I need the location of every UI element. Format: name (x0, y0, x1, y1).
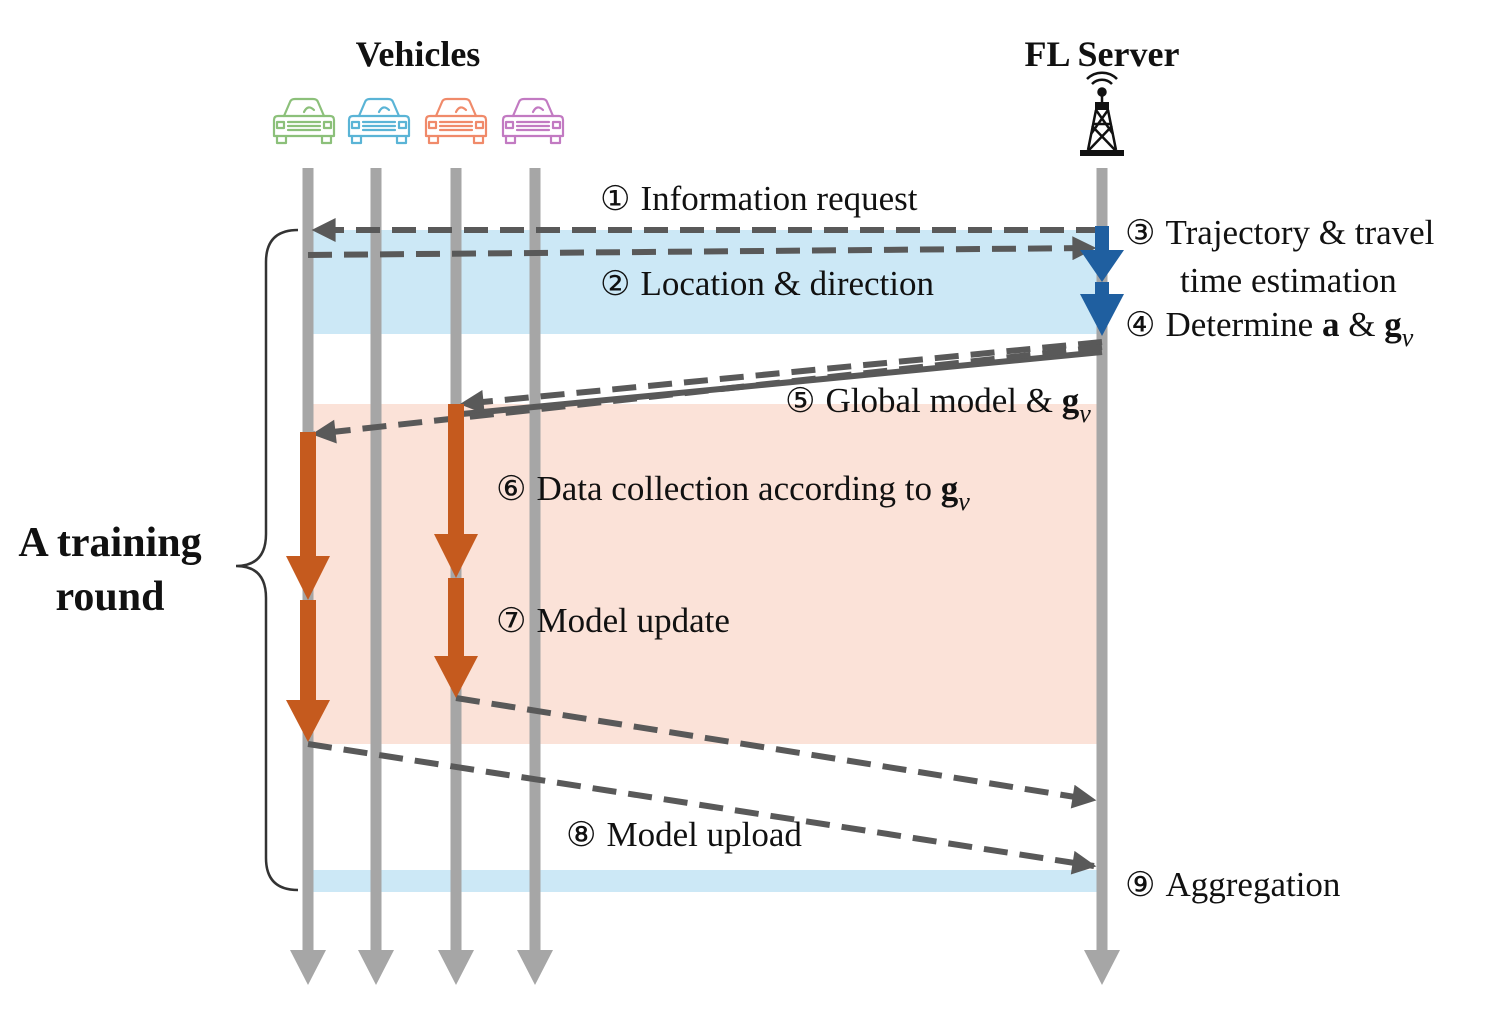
server-header: FL Server (1025, 34, 1180, 74)
lifeline-vehicle-1-head (290, 950, 326, 985)
lifeline-vehicle-2-head (358, 950, 394, 985)
round-brace (235, 228, 299, 892)
step-3-label-line2: time estimation (1180, 261, 1397, 300)
arrow-data-collection-vehicle-3 (434, 534, 478, 578)
arrow-model-update-vehicle-1 (286, 700, 330, 742)
arrow-upload-vehicle-1 (307, 741, 1097, 875)
car-orange-icon (424, 97, 488, 145)
arrow-trajectory-estimation (1080, 250, 1124, 282)
arrow-determine (1080, 294, 1124, 336)
arrow-data-collection-vehicle-1 (286, 556, 330, 600)
arrow-global-model-to-vehicle-3b (461, 349, 1103, 417)
round-label-line2: round (56, 574, 165, 620)
lifeline-server-head (1084, 950, 1120, 985)
arrow-model-update-vehicle-3 (434, 656, 478, 698)
vehicle-arrows (286, 404, 478, 742)
vehicles-header: Vehicles (356, 34, 481, 74)
lifeline-vehicle-4-head (517, 950, 553, 985)
car-purple-icon (501, 97, 565, 145)
tower-icon (1080, 71, 1124, 156)
round-label-line1: A training (18, 520, 201, 566)
lifeline-vehicle-3-head (438, 950, 474, 985)
arrow-global-model-to-vehicle-1 (311, 344, 1103, 444)
dashed-arrows (307, 218, 1103, 875)
server-arrows (1080, 226, 1124, 336)
band-aggregation (310, 870, 1102, 892)
car-icons (272, 97, 565, 145)
car-blue-icon (347, 97, 411, 145)
arrow-location-direction (307, 236, 1097, 261)
band-local-training (310, 404, 1102, 744)
car-green-icon (272, 97, 336, 145)
